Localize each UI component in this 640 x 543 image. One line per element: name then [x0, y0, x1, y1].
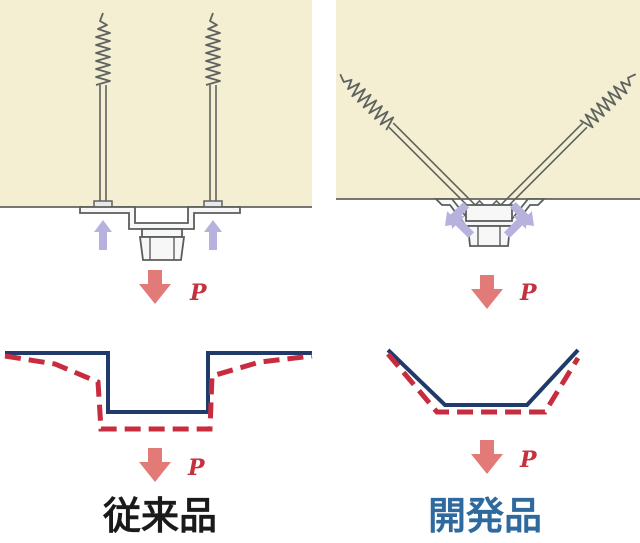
load-arrow-icon [139, 448, 171, 482]
conventional-panel [0, 0, 313, 482]
push-arrow-icon [204, 220, 222, 250]
load-arrow-icon [471, 275, 503, 309]
load-label-bottom-left: P [188, 455, 205, 481]
load-label-top-left: P [190, 280, 207, 306]
original-shape-right [386, 348, 580, 407]
load-label-bottom-right: P [520, 447, 537, 473]
deformed-shape-left [4, 353, 313, 432]
developed-panel [332, 0, 640, 474]
push-arrow-icon [94, 220, 112, 250]
wood-block-right [336, 0, 640, 199]
original-shape-left [5, 351, 312, 414]
load-label-top-right: P [520, 280, 537, 306]
conventional-caption: 従来品 [102, 494, 217, 538]
deformed-shape-right [386, 352, 581, 415]
bracket-left [79, 206, 241, 261]
developed-caption: 開発品 [427, 494, 542, 538]
wood-block-left [0, 0, 312, 207]
load-arrow-icon [139, 270, 171, 304]
load-arrow-icon [471, 440, 503, 474]
